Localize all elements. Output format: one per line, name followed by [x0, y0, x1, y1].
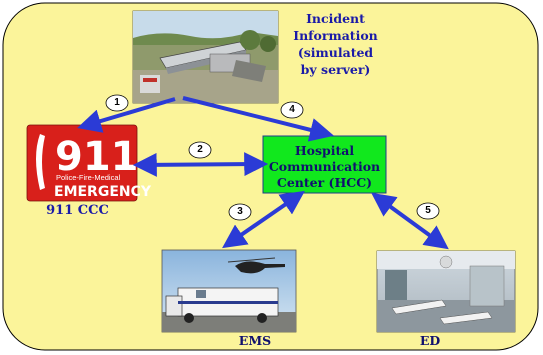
step-number-2: 2	[197, 144, 203, 155]
step-badge-5	[416, 202, 440, 220]
phone-handset-icon	[36, 134, 45, 190]
incident-information-label: Incident Information (simulated by serve…	[293, 11, 378, 77]
ed-photo	[376, 250, 516, 333]
emergency-number: 911	[55, 134, 139, 180]
arrow-4	[182, 96, 334, 142]
arrow-1	[77, 97, 176, 133]
hcc-box	[262, 135, 387, 194]
helicopter-icon	[235, 261, 285, 274]
emergency-card: 911 Police-Fire-Medical EMERGENCY	[26, 124, 152, 202]
step-badge-4	[280, 101, 304, 119]
ed-label: ED	[419, 333, 441, 348]
step-number-3: 3	[237, 206, 243, 217]
arrow-5	[371, 192, 449, 250]
step-badge-3	[228, 203, 252, 221]
emergency-word: EMERGENCY	[54, 184, 152, 200]
hcc-label: Hospital Communication Center (HCC)	[268, 143, 381, 190]
emergency-subtitle: Police-Fire-Medical	[56, 173, 121, 182]
step-badge-2	[188, 141, 212, 159]
step-badge-1	[105, 94, 129, 112]
step-number-1: 1	[114, 97, 120, 108]
arrow-3	[222, 190, 305, 249]
ccc-label: 911 CCC	[46, 203, 109, 218]
incident-photo	[132, 10, 279, 104]
arrow-2	[132, 152, 269, 177]
hospital-bed-icon	[391, 299, 447, 315]
step-number-5: 5	[425, 205, 431, 216]
ems-label: EMS	[238, 333, 272, 348]
ems-photo	[161, 249, 297, 333]
step-number-4: 4	[289, 104, 295, 115]
